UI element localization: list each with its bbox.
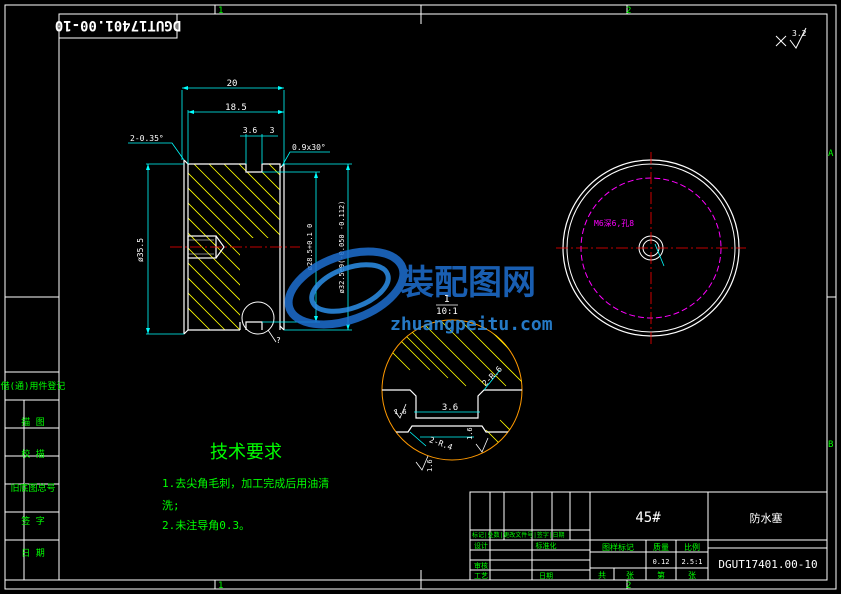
tech-line-2: 洗;: [162, 499, 180, 512]
dim-18-5: 18.5: [225, 103, 247, 113]
tb-label-total: 共: [598, 571, 606, 580]
watermark-url: zhuangpeitu.com: [390, 314, 553, 335]
tb-label-no: 第: [657, 570, 665, 580]
dim-chamfer-left: 2-0.35°: [130, 134, 164, 143]
detail-roughness-b: 1.6: [466, 427, 474, 440]
part-name: 防水塞: [750, 511, 783, 525]
zone-col-1-bottom: 1: [218, 581, 223, 591]
tb-label-sheet-b: 张: [688, 571, 696, 580]
drawing-number-top: DGUT17401.00-10: [55, 17, 181, 33]
drawing-number-box-top: [58, 13, 178, 39]
tb-label-marks: 图样标记: [602, 542, 634, 552]
zone-markers: [5, 5, 836, 589]
detail-roughness-c: 1.6: [426, 459, 434, 472]
detail-scale: 10:1: [436, 307, 458, 317]
end-view: M6深6,孔8: [556, 152, 746, 344]
detail-label: I: [444, 294, 450, 305]
side-label-5: 日 期: [21, 548, 44, 559]
tb-label-date: 日期: [539, 572, 553, 580]
watermark-cn: 装配图网: [400, 263, 536, 303]
detail-marker-circle: [241, 301, 275, 335]
scale-value: 2.5:1: [681, 558, 702, 566]
detail-marker-qmark: ?: [276, 336, 281, 345]
tech-line-3: 2.未注导角0.3。: [162, 518, 250, 532]
side-label-4: 签 字: [21, 515, 44, 527]
zone-row-b: B: [828, 440, 833, 450]
roughness-value: 3.2: [792, 29, 807, 38]
dim-3-6: 3.6: [243, 126, 258, 135]
zone-col-1-top: 1: [218, 6, 223, 16]
thread-note: M6深6,孔8: [594, 219, 634, 228]
tb-label-standard: 标准化: [536, 541, 557, 550]
side-label-3: 旧底图总号: [10, 482, 55, 494]
detail-roughness-a: 1.6: [394, 408, 407, 416]
dim-3: 3: [270, 126, 275, 135]
tb-row-header: 标记|处数|更改文件号|签字|日期: [472, 531, 564, 539]
tb-label-scale: 比例: [684, 542, 700, 552]
tech-line-1: 1.去尖角毛刺，加工完成后用油清: [162, 476, 329, 490]
weight-value: 0.12: [653, 558, 670, 566]
watermark: 装配图网 zhuangpeitu.com: [284, 247, 553, 335]
detail-view: I 10:1: [381, 294, 523, 472]
side-label-1: 描 图: [21, 416, 44, 428]
material: 45#: [635, 510, 661, 526]
tb-row-process: 工艺: [474, 572, 488, 580]
zone-row-a: A: [828, 149, 834, 159]
tb-label-sheet-a: 张: [626, 571, 634, 580]
dim-dia-32-5: ø32.5e9(-0.050 -0.112): [338, 201, 346, 294]
drawing-number: DGUT17401.00-10: [718, 558, 817, 571]
roughness-symbol: [775, 27, 807, 49]
side-block: [4, 371, 60, 581]
detail-radius-bottom: 2-R.4: [428, 435, 454, 452]
zone-col-2-bottom: 2: [626, 581, 631, 591]
dim-dia-35-5: ø35.5: [136, 238, 145, 262]
tb-label-weight: 质量: [653, 542, 669, 552]
tb-row-review: 审核: [474, 561, 488, 570]
dim-20: 20: [227, 79, 238, 89]
dim-chamfer-right: 0.9x30°: [292, 143, 326, 152]
section-view: ?: [128, 79, 352, 345]
title-block: [469, 491, 828, 581]
detail-width-3-6: 3.6: [442, 403, 458, 413]
detail-radius-top: 2-R.6: [481, 364, 505, 388]
zone-col-2-top: 2: [626, 6, 631, 16]
tech-title: 技术要求: [210, 442, 282, 463]
side-label-0: 借(通)用件登记: [1, 380, 66, 392]
dim-dia-28-5: ø28.5+0.1 0: [306, 224, 314, 270]
side-label-2: 校 描: [21, 448, 44, 460]
tb-row-design: 设计: [474, 541, 488, 550]
